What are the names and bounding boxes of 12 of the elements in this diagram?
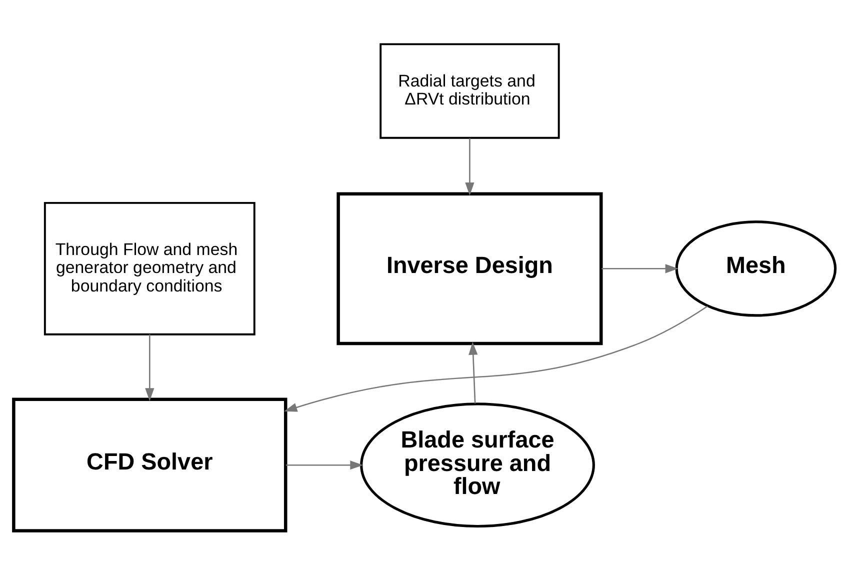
node-box: CFD Solver	[12, 398, 288, 532]
arrow	[468, 342, 478, 404]
arrow	[145, 334, 154, 402]
node-ellipse: Blade surface pressure and flow	[360, 402, 595, 528]
arrow	[286, 460, 364, 470]
node-box: Through Flow and mesh generator geometry and boundary conditions	[44, 202, 256, 336]
node-box: Inverse Design	[336, 192, 603, 346]
node-ellipse: Mesh	[675, 220, 837, 317]
arrow	[284, 306, 708, 412]
arrow	[602, 264, 678, 274]
node-box: Radial targets and ΔRVt distribution	[380, 43, 560, 139]
arrow	[465, 138, 474, 196]
